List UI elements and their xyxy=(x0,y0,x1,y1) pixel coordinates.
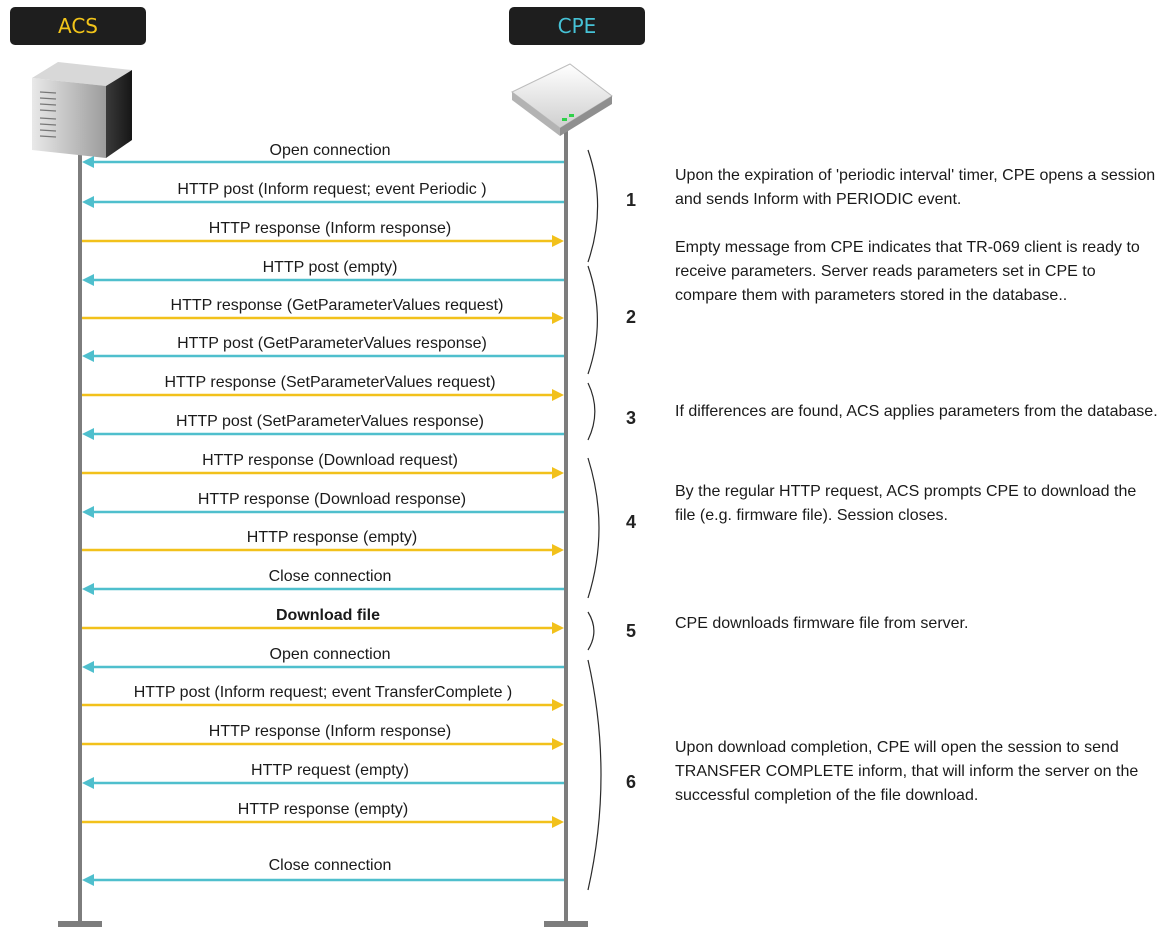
message-label: HTTP response (Download response) xyxy=(197,491,467,508)
step-number: 5 xyxy=(626,621,637,641)
message-arrow xyxy=(82,235,564,247)
message-arrow xyxy=(82,661,564,673)
step-brace xyxy=(587,457,600,599)
message-arrow xyxy=(82,274,564,286)
message-label: HTTP post (Inform request; event Transfe… xyxy=(133,684,513,701)
server-icon xyxy=(32,62,132,158)
cpe-lifeline xyxy=(544,130,588,927)
message-label: Open connection xyxy=(269,646,391,663)
cpe-label: CPE xyxy=(509,7,645,45)
step-brace xyxy=(587,659,602,891)
step-number: 1 xyxy=(626,190,637,210)
step-description: CPE downloads firmware file from server. xyxy=(675,615,969,632)
message-label: HTTP post (SetParameterValues response) xyxy=(176,413,484,430)
message-arrow xyxy=(82,506,564,518)
step-number: 4 xyxy=(626,512,637,532)
message-label: HTTP post (Inform request; event Periodi… xyxy=(177,181,487,198)
step-number: 6 xyxy=(626,772,637,792)
step-brace xyxy=(587,611,595,651)
message-label: HTTP request (empty) xyxy=(251,762,409,779)
message-arrow xyxy=(82,389,564,401)
acs-label: ACS xyxy=(10,7,146,45)
message-label: Close connection xyxy=(268,568,392,585)
router-icon xyxy=(511,63,613,136)
message-label: HTTP post (GetParameterValues response) xyxy=(177,335,487,352)
message-arrow xyxy=(82,350,564,362)
message-arrow xyxy=(82,196,564,208)
message-arrow xyxy=(82,816,564,828)
message-label: HTTP post (empty) xyxy=(262,259,398,276)
message-arrow xyxy=(82,738,564,750)
message-arrow xyxy=(82,156,564,168)
message-arrow xyxy=(82,699,564,711)
step-number: 2 xyxy=(626,307,637,327)
message-arrow xyxy=(82,874,564,886)
step-description: Upon the expiration of 'periodic interva… xyxy=(675,167,1156,208)
step-brace xyxy=(587,265,598,375)
message-label: Open connection xyxy=(269,142,391,159)
step-brace xyxy=(587,382,596,441)
message-label: HTTP response (empty) xyxy=(237,801,409,818)
step-description: Empty message from CPE indicates that TR… xyxy=(675,239,1140,304)
message-label: Close connection xyxy=(268,857,392,874)
message-label: HTTP response (GetParameterValues reques… xyxy=(170,297,504,314)
message-label: HTTP response (Inform response) xyxy=(208,723,452,740)
message-label: HTTP response (empty) xyxy=(246,529,418,546)
acs-lifeline xyxy=(58,150,102,927)
message-label: HTTP response (SetParameterValues reques… xyxy=(164,374,496,391)
step-description: If differences are found, ACS applies pa… xyxy=(675,403,1158,420)
message-arrow xyxy=(82,544,564,556)
message-arrow xyxy=(82,777,564,789)
message-label: Download file xyxy=(276,607,380,624)
step-description: Upon download completion, CPE will open … xyxy=(675,739,1139,804)
step-number: 3 xyxy=(626,408,637,428)
message-arrow xyxy=(82,312,564,324)
message-arrow xyxy=(82,467,564,479)
step-brace xyxy=(587,149,599,263)
message-arrow xyxy=(82,583,564,595)
message-label: HTTP response (Inform response) xyxy=(208,220,452,237)
message-arrow xyxy=(82,428,564,440)
message-label: HTTP response (Download request) xyxy=(202,452,458,469)
step-description: By the regular HTTP request, ACS prompts… xyxy=(675,483,1137,524)
message-arrow xyxy=(82,622,564,634)
